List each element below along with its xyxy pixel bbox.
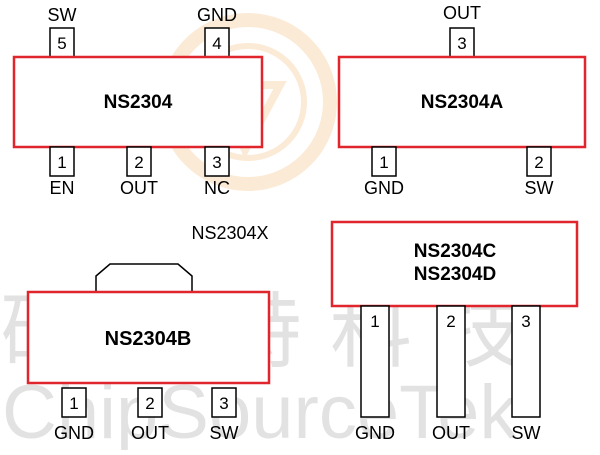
chip-name: NS2304 [104, 92, 173, 113]
pin-number: 1 [370, 312, 379, 331]
pin-number: 3 [521, 312, 530, 331]
pin-1 [49, 146, 75, 177]
series-caption: NS2304X [191, 223, 268, 243]
pin-number: 1 [379, 153, 388, 172]
pin-number: 2 [134, 153, 143, 172]
pin-2 [126, 146, 152, 177]
package-ns2304b: NS2304B 1 GND 2 OUT 3 SW [26, 263, 271, 443]
pin-2 [137, 387, 163, 418]
pin-label-sw: SW [48, 5, 77, 25]
pin-3 [449, 27, 475, 58]
pin-1 [360, 305, 390, 418]
pin-number: 2 [145, 394, 154, 413]
package-ns2304a: OUT 3 NS2304A 1 GND 2 SW [337, 3, 587, 198]
pin-number: 3 [457, 34, 466, 53]
chip-body [12, 55, 264, 149]
chip-name-line1: NS2304C [414, 241, 497, 262]
pin-label-gnd: GND [355, 423, 395, 443]
pin-label-out: OUT [443, 3, 481, 23]
pin-3 [211, 387, 237, 418]
chip-body [337, 55, 587, 149]
pin-1 [371, 146, 397, 177]
pin-label-out: OUT [432, 423, 470, 443]
pin-3 [511, 305, 541, 418]
chip-name: NS2304B [105, 328, 192, 350]
pin-3 [204, 146, 230, 177]
chip-name: NS2304A [421, 92, 504, 113]
chip-body [26, 290, 271, 385]
pin-label-sw: SW [525, 178, 554, 198]
pin-label-gnd: GND [54, 423, 94, 443]
pin-number: 2 [446, 312, 455, 331]
pin-label-gnd: GND [364, 178, 404, 198]
pin-label-gnd: GND [197, 5, 237, 25]
pin-number: 1 [69, 394, 78, 413]
pin-number: 3 [219, 394, 228, 413]
pin-label-out: OUT [131, 423, 169, 443]
pin-label-en: EN [49, 178, 74, 198]
pin-number: 1 [57, 153, 66, 172]
pin-label-sw: SW [512, 423, 541, 443]
pin-number: 2 [534, 153, 543, 172]
pin-2 [526, 146, 552, 177]
chip-name-line2: NS2304D [414, 264, 496, 285]
tab [95, 263, 193, 292]
pin-number: 5 [57, 34, 66, 53]
pin-label-out: OUT [120, 178, 158, 198]
pin-1 [61, 387, 87, 418]
pin-number: 4 [212, 34, 221, 53]
pin-number: 3 [212, 153, 221, 172]
package-ns2304c-d: NS2304C NS2304D 1 GND 2 OUT 3 SW [330, 220, 579, 443]
pin-label-sw: SW [210, 423, 239, 443]
pin-2 [436, 305, 466, 418]
package-ns2304: SW 5 GND 4 NS2304 1 EN 2 OUT 3 NC [12, 5, 264, 198]
pin-label-nc: NC [204, 178, 230, 198]
